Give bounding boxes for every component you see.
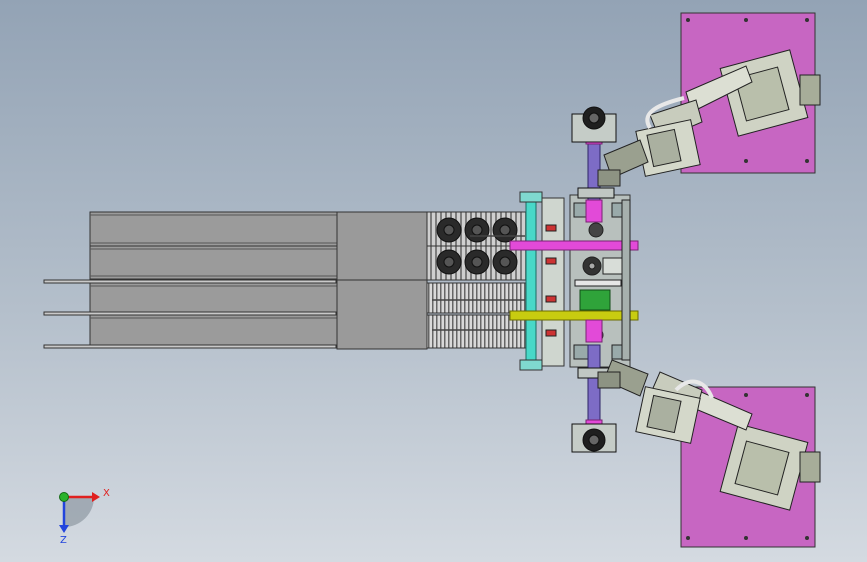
conveyor-assembly[interactable] [43,211,528,350]
y-axis-dot [59,492,69,502]
vertical-rail[interactable] [571,106,617,453]
x-axis-head [92,492,100,502]
z-axis-head [59,525,69,533]
central-frame[interactable] [509,191,639,371]
robot-top[interactable] [597,12,821,187]
green-module [579,289,611,311]
push-rods [432,235,525,331]
robot-top-body [597,49,821,187]
robot-bottom[interactable] [597,359,821,548]
conveyor-upper [89,211,338,280]
cyan-bottom-plate [519,359,543,371]
robot-bottom-body [597,359,821,511]
cyan-top-plate [519,191,543,203]
coordinate-triad[interactable]: X Z [59,488,110,546]
rail-end-wheels [571,106,617,453]
robot-bottom-cable [674,379,714,399]
robot-top-cable [645,96,685,130]
frame-left-post [541,197,565,367]
x-axis-label: X [103,488,110,499]
triad-shadow [64,497,94,527]
magenta-bar [509,240,639,251]
rail-magenta-mid-bot [585,319,603,343]
cyan-cross-bar [525,199,537,366]
z-axis-label: Z [60,535,67,546]
yellow-bar [509,310,639,321]
roller-bed-low [426,282,528,314]
rail-magenta-mid-top [585,199,603,223]
